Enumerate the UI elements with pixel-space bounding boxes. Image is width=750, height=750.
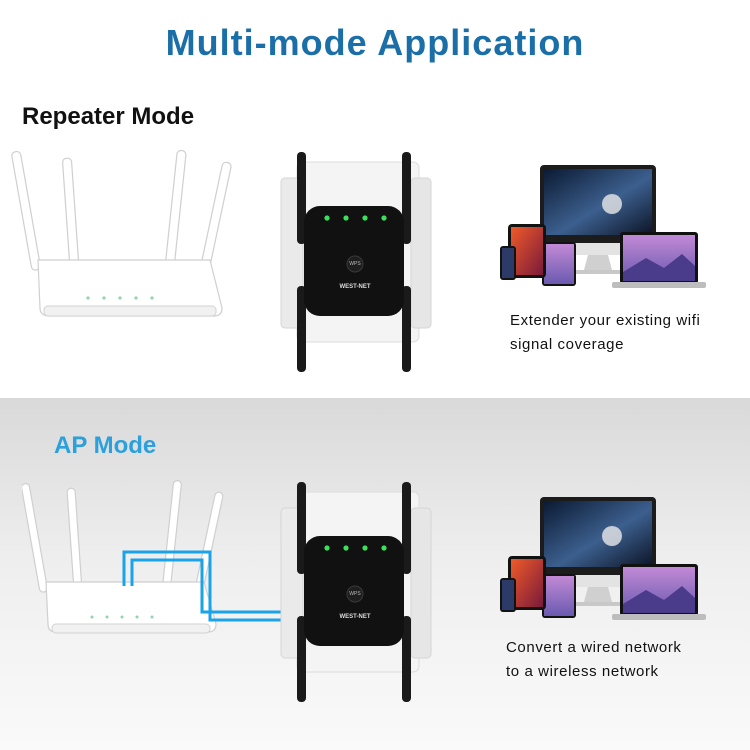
brand-logo: WEST-NET xyxy=(339,614,371,620)
client-devices-image xyxy=(500,497,706,620)
repeater-mode-label: Repeater Mode xyxy=(22,103,195,130)
ap-caption-line-2: to a wireless network xyxy=(506,663,659,680)
repeater-caption: Extender your existing wifi signal cover… xyxy=(510,309,700,357)
brand-logo: WEST-NET xyxy=(339,284,371,290)
ethernet-cable xyxy=(122,550,308,622)
ap-mode-label: AP Mode xyxy=(54,432,157,459)
extender-device xyxy=(280,482,432,702)
page-title: Multi-mode Application xyxy=(165,22,585,63)
extender-device xyxy=(280,152,432,372)
wps-button-label: WPS xyxy=(349,261,361,267)
repeater-caption-line-1: Extender your existing wifi xyxy=(510,312,701,329)
ap-caption: Convert a wired network to a wireless ne… xyxy=(506,636,682,684)
ap-caption-line-1: Convert a wired network xyxy=(506,639,682,656)
client-devices-image xyxy=(500,165,706,288)
repeater-caption-line-2: signal coverage xyxy=(510,336,625,353)
router-image xyxy=(11,149,232,317)
wps-button-label: WPS xyxy=(349,591,361,597)
